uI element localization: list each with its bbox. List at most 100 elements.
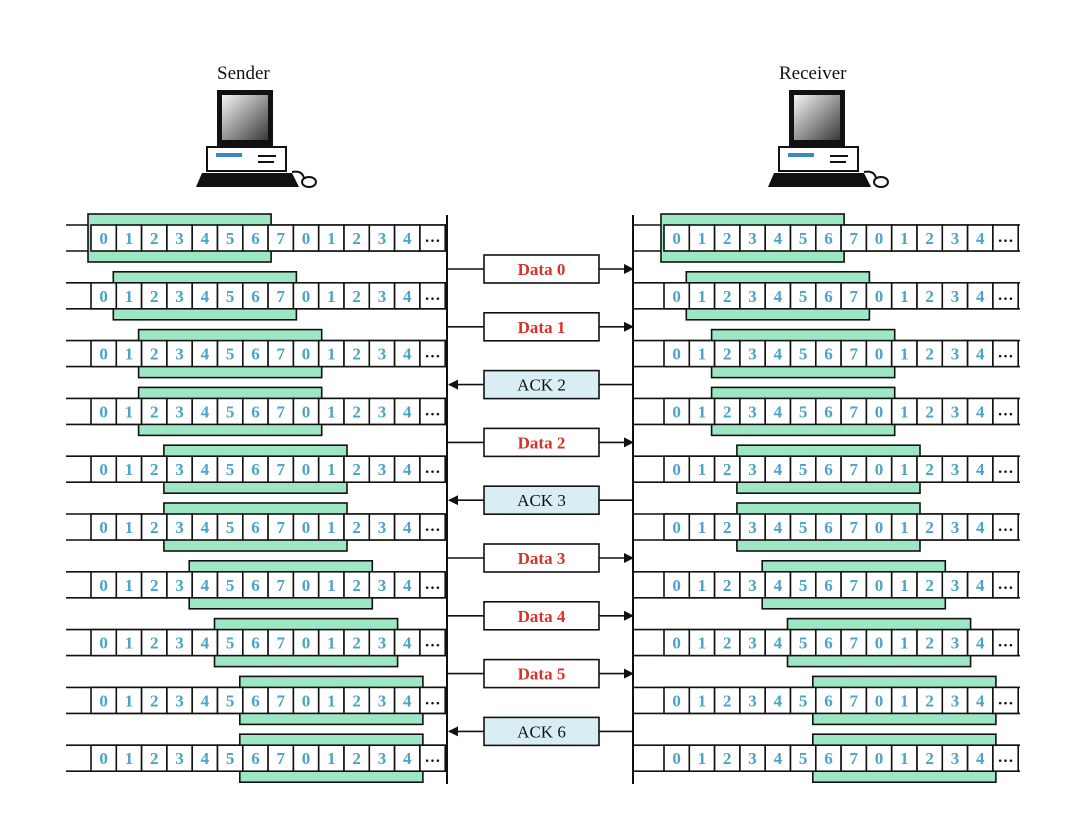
sender-sequence-number: 3 [378, 402, 387, 421]
receiver-sequence-number: 0 [672, 345, 681, 364]
receiver-ellipsis: … [998, 460, 1014, 477]
receiver-sequence-cell: 3 [941, 744, 969, 773]
sender-sequence-number: 1 [327, 287, 336, 306]
sender-sequence-number: 1 [125, 460, 134, 479]
sender-sequence-cell: 0 [292, 455, 320, 484]
sender-sequence-number: 0 [302, 345, 311, 364]
receiver-sequence-number: 4 [774, 691, 783, 710]
receiver-sequence-cell: 7 [840, 628, 868, 657]
receiver-sequence-number: 2 [723, 576, 732, 595]
receiver-sequence-cell: 3 [739, 513, 767, 541]
receiver-sequence-number: 7 [850, 287, 859, 306]
sender-sequence-number: 2 [150, 691, 159, 710]
sender-ellipsis-cell: … [419, 455, 446, 484]
receiver-sequence-number: 5 [799, 691, 808, 710]
receiver-sequence-cell: 2 [916, 455, 944, 484]
sender-sequence-cell: 1 [115, 744, 143, 773]
sender-sequence-number: 3 [378, 287, 387, 306]
receiver-sequence-cell: 0 [865, 686, 893, 715]
sender-ellipsis-cell: … [419, 513, 446, 541]
receiver-sequence-number: 0 [875, 345, 884, 364]
sender-sequence-number: 1 [125, 576, 134, 595]
receiver-sequence-cell: 0 [865, 339, 893, 368]
receiver-sequence-cell: 3 [739, 628, 767, 657]
sender-sequence-cell: 1 [115, 513, 143, 541]
receiver-ellipsis-cell: … [992, 281, 1020, 310]
receiver-sequence-number: 0 [875, 287, 884, 306]
receiver-sequence-number: 3 [748, 749, 757, 768]
sender-sequence-cell: 0 [292, 744, 320, 773]
sender-sequence-cell: 3 [166, 570, 193, 599]
receiver-sequence-number: 7 [850, 576, 859, 595]
receiver-sequence-cell: 1 [688, 744, 716, 773]
receiver-sequence-number: 3 [748, 287, 757, 306]
receiver-sequence-cell: 3 [941, 455, 969, 484]
sender-sequence-cell: 1 [115, 339, 143, 368]
receiver-sequence-cell: 6 [814, 455, 842, 484]
receiver-sequence-cell: 7 [840, 281, 868, 310]
sender-sequence-number: 2 [352, 691, 361, 710]
receiver-sequence-number: 1 [698, 691, 707, 710]
receiver-sequence-number: 5 [799, 749, 808, 768]
sender-sequence-cell: 1 [317, 744, 345, 773]
sender-sequence-number: 2 [352, 345, 361, 364]
receiver-sequence-number: 2 [925, 691, 934, 710]
sender-sequence-cell: 0 [292, 397, 320, 426]
message-label: Data 2 [518, 433, 566, 452]
sender-sequence-cell: 0 [90, 570, 118, 599]
sender-computer-icon [196, 90, 317, 188]
receiver-computer-icon [768, 90, 889, 188]
sender-sequence-cell: 6 [242, 570, 269, 599]
receiver-sequence-number: 6 [824, 518, 833, 537]
receiver-sequence-number: 3 [951, 402, 960, 421]
sender-sequence-number: 7 [277, 287, 286, 306]
receiver-sequence-number: 0 [672, 460, 681, 479]
sender-sequence-cell: 4 [393, 686, 421, 715]
receiver-sequence-cell: 2 [713, 570, 741, 599]
sender-sequence-number: 1 [125, 749, 134, 768]
sender-sequence-number: 1 [327, 345, 336, 364]
sender-sequence-cell: 3 [166, 628, 193, 657]
sender-sequence-number: 3 [175, 345, 184, 364]
receiver-sequence-cell: 5 [789, 686, 817, 715]
receiver-ellipsis: … [998, 345, 1014, 362]
receiver-sequence-number: 1 [698, 287, 707, 306]
receiver-ellipsis-cell: … [992, 224, 1020, 252]
sender-sequence-number: 1 [327, 634, 336, 653]
receiver-sequence-number: 4 [774, 287, 783, 306]
receiver-sequence-number: 7 [850, 518, 859, 537]
sender-sequence-cell: 6 [242, 339, 269, 368]
sender-sequence-number: 4 [403, 229, 412, 248]
receiver-sequence-cell: 7 [840, 455, 868, 484]
sender-sequence-cell: 5 [216, 686, 244, 715]
sender-sequence-number: 6 [251, 460, 260, 479]
sender-sequence-cell: 0 [292, 686, 320, 715]
receiver-sequence-number: 0 [672, 634, 681, 653]
receiver-sequence-number: 1 [698, 229, 707, 248]
receiver-sequence-cell: 7 [840, 570, 868, 599]
receiver-sequence-number: 7 [850, 691, 859, 710]
sender-ellipsis: … [425, 287, 441, 304]
receiver-sequence-number: 3 [951, 576, 960, 595]
receiver-sequence-cell: 5 [789, 513, 817, 541]
receiver-sequence-cell: 1 [688, 397, 716, 426]
receiver-sequence-number: 3 [951, 634, 960, 653]
sender-sequence-cell: 1 [115, 686, 143, 715]
receiver-sequence-cell: 7 [840, 513, 868, 541]
receiver-ellipsis-cell: … [992, 455, 1020, 484]
sender-sequence-cell: 4 [393, 744, 421, 773]
sender-sequence-number: 2 [352, 576, 361, 595]
sender-ellipsis: … [425, 345, 441, 362]
receiver-sequence-number: 6 [824, 749, 833, 768]
receiver-sequence-number: 5 [799, 229, 808, 248]
sender-sequence-cell: 4 [191, 744, 219, 773]
sender-sequence-cell: 2 [140, 281, 168, 310]
receiver-sequence-number: 2 [925, 460, 934, 479]
receiver-sequence-number: 4 [774, 749, 783, 768]
sender-sequence-cell: 1 [115, 570, 143, 599]
sender-sequence-number: 4 [403, 691, 412, 710]
sender-sequence-number: 3 [378, 518, 387, 537]
sender-sequence-number: 5 [226, 691, 235, 710]
receiver-sequence-number: 4 [976, 576, 985, 595]
